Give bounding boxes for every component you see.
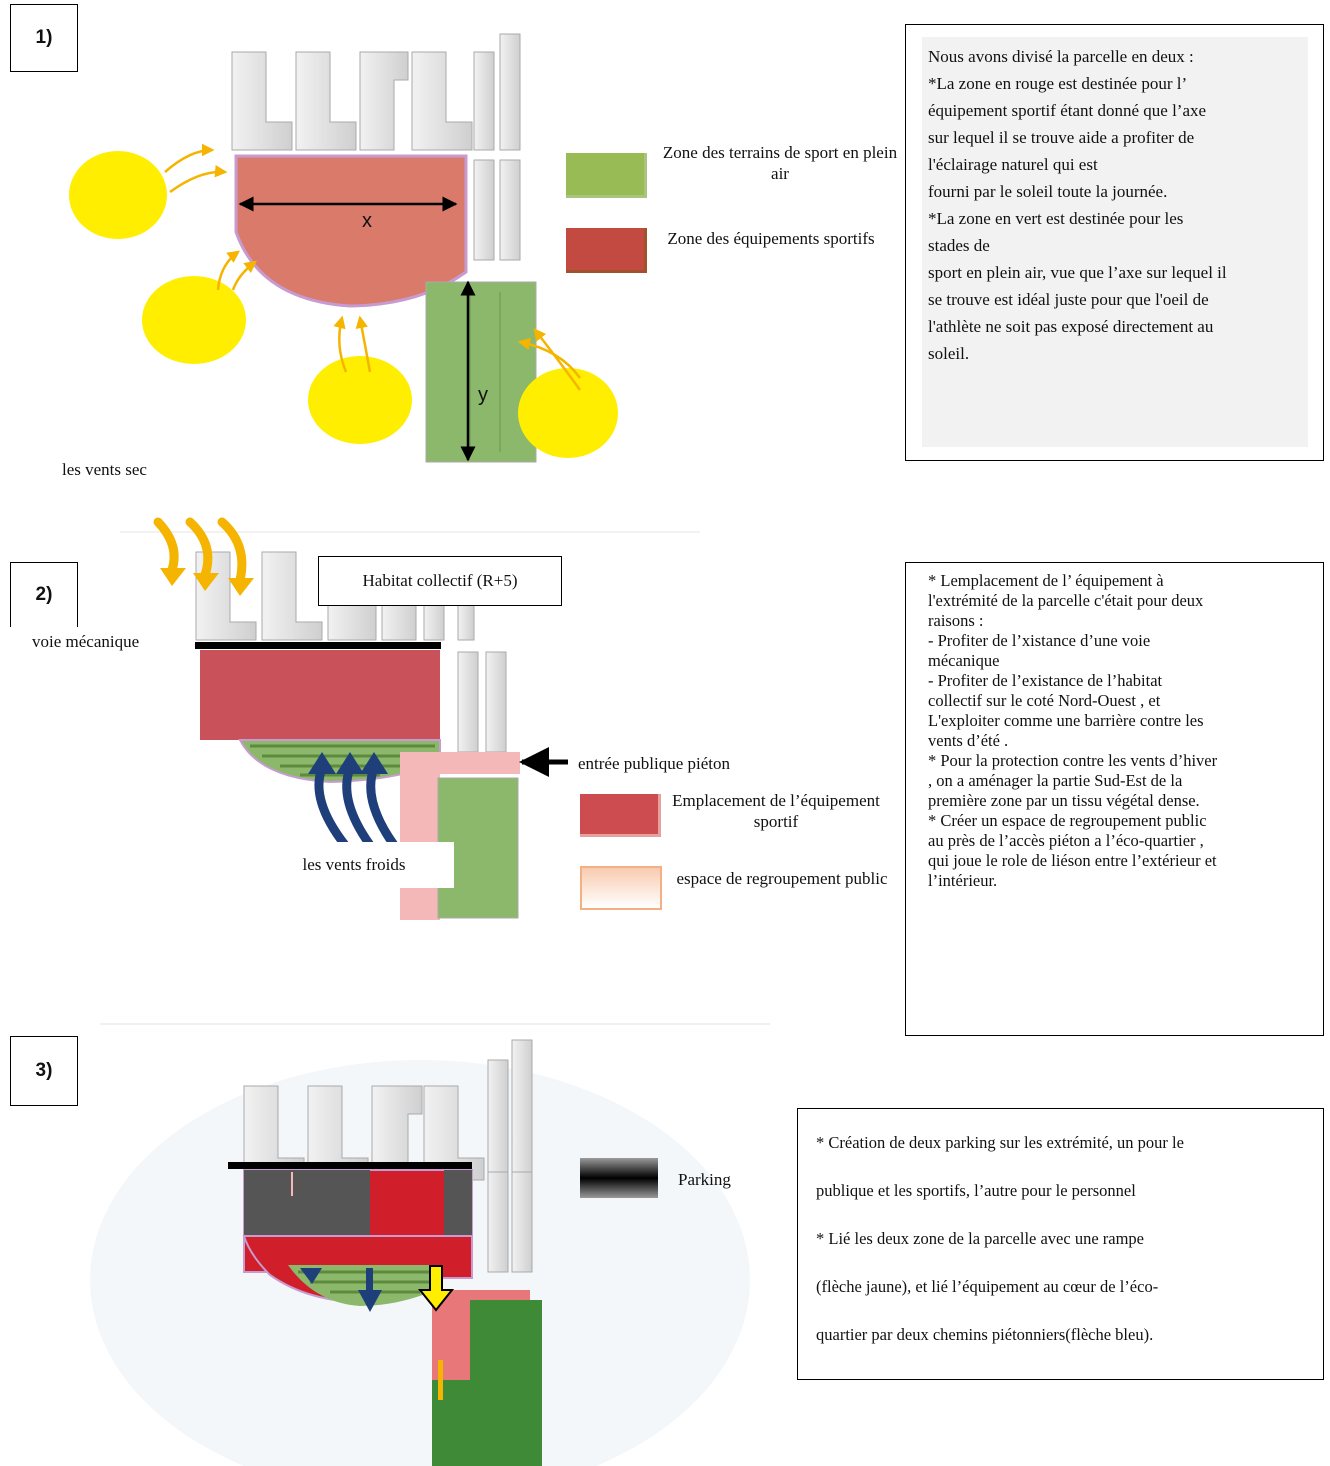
parking-right bbox=[444, 1170, 472, 1236]
section-1-text: Nous avons divisé la parcelle en deux : … bbox=[928, 47, 1227, 363]
legend-label-pink-2: espace de regroupement public bbox=[676, 869, 888, 888]
legend-swatch-red-2 bbox=[580, 794, 661, 837]
legend-swatch-green bbox=[566, 153, 647, 198]
legend-swatch-red bbox=[566, 228, 647, 273]
section-2-textbox: * Lemplacement de l’ équipement à l'extr… bbox=[905, 562, 1324, 1036]
pink-zone-2 bbox=[400, 752, 520, 920]
buildings-section-1 bbox=[231, 33, 521, 261]
sun-3 bbox=[308, 356, 412, 444]
label-entree: entrée publique piéton bbox=[578, 754, 731, 773]
red-zone-1 bbox=[234, 154, 468, 308]
label-y: y bbox=[478, 384, 488, 406]
buildings-section-3 bbox=[243, 1039, 533, 1273]
section-2-text: * Lemplacement de l’ équipement à l'extr… bbox=[928, 571, 1218, 890]
section-3-number: 3) bbox=[10, 1036, 78, 1106]
legend-label-red: Zone des équipements sportifs bbox=[667, 229, 875, 248]
section-3-textbox: * Création de deux parking sur les extré… bbox=[797, 1108, 1324, 1380]
green-band-3 bbox=[288, 1265, 440, 1306]
legend-label-parking: Parking bbox=[678, 1170, 731, 1189]
red-zone-3 bbox=[243, 1169, 473, 1273]
section-2-number: 2) bbox=[10, 562, 78, 627]
section-1-number: 1) bbox=[10, 4, 78, 72]
legend-swatch-pink-2 bbox=[580, 866, 662, 910]
parking-left bbox=[244, 1170, 370, 1236]
section-1-textbox: Nous avons divisé la parcelle en deux : … bbox=[905, 24, 1324, 461]
sun-4 bbox=[518, 368, 618, 458]
label-x: x bbox=[362, 210, 372, 232]
red-zone-2 bbox=[200, 650, 440, 740]
sun-1 bbox=[69, 151, 167, 239]
label-habitat: Habitat collectif (R+5) bbox=[318, 556, 562, 606]
legend-label-red-2: Emplacement de l’équipement sportif bbox=[672, 791, 880, 831]
sun-2 bbox=[142, 276, 246, 364]
legend-swatch-parking bbox=[580, 1158, 658, 1198]
ramp-arrow bbox=[417, 1265, 455, 1312]
caption-vents-sec: les vents sec bbox=[62, 460, 147, 479]
label-vents-froids: les vents froids bbox=[254, 842, 454, 888]
voie-mecanique-bar bbox=[195, 642, 441, 649]
legend-label-green: Zone des terrains de sport en plein air bbox=[662, 143, 898, 183]
green-band-2 bbox=[238, 739, 441, 784]
label-voie: voie mécanique bbox=[32, 632, 140, 651]
green-zone-1 bbox=[425, 281, 537, 463]
section-3-text: * Création de deux parking sur les extré… bbox=[816, 1133, 1184, 1344]
